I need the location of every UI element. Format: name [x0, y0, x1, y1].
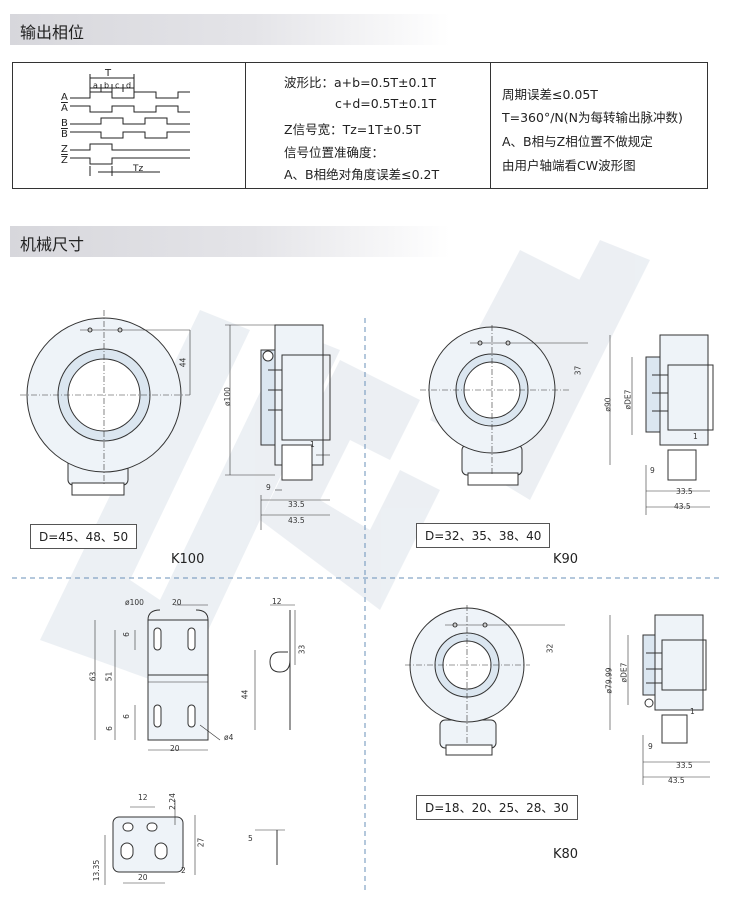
- small-dim-12: 12: [138, 793, 148, 802]
- section-header-mechanical: 机械尺寸: [10, 226, 450, 257]
- spec-cw-note: 由用户轴端看CW波形图: [502, 158, 636, 173]
- k90-diameter-box: D=32、35、38、40: [416, 523, 551, 548]
- k100-model-label: K100: [171, 552, 205, 567]
- k100-dim-43-5: 43.5: [288, 516, 305, 525]
- k80-diameter-box: D=18、20、25、28、30: [416, 795, 578, 820]
- spec-z-width: Z信号宽：Tz=1T±0.5T: [284, 122, 421, 137]
- output-phase-table: [12, 62, 708, 189]
- bracket-dim-6c: 6: [104, 726, 114, 731]
- waveform-T-label: T: [105, 68, 112, 79]
- spec-T-formula: T=360°/N(N为每转输出脉冲数): [502, 110, 683, 125]
- channel-Z: Z: [61, 144, 68, 155]
- channel-Z-bar: Z: [61, 155, 68, 166]
- k100-diameter-box: D=45、48、50: [30, 524, 138, 549]
- bracket-dim-44: 44: [240, 689, 250, 700]
- k90-dim-1: 1: [693, 432, 698, 441]
- bracket-dim-6a: 6: [121, 632, 131, 637]
- k80-dim-33-5: 33.5: [676, 761, 693, 770]
- small-dim-13-35: 13.35: [92, 859, 102, 882]
- waveform-c-label: c: [115, 81, 120, 90]
- k80-model-label: K80: [553, 847, 579, 862]
- small-dim-2-24: 2.24: [167, 793, 177, 810]
- channel-B: B: [61, 118, 68, 129]
- channel-A-bar: A: [61, 103, 68, 114]
- k90-dim-37: 37: [573, 365, 583, 376]
- k80-dim-32: 32: [545, 643, 555, 654]
- k90-dim-43-5: 43.5: [674, 502, 691, 511]
- channel-B-bar: B: [61, 129, 68, 140]
- small-dim-27: 27: [196, 837, 206, 848]
- channel-A: A: [61, 92, 68, 103]
- spec-position-accuracy: 信号位置准确度：: [284, 145, 385, 160]
- waveform-a-label: a: [93, 81, 98, 90]
- k100-drawing: [20, 310, 331, 530]
- spec-ab-angle-error: A、B相绝对角度误差≤0.2T: [284, 167, 440, 182]
- bracket-dim-d4: ø4: [224, 733, 234, 742]
- k90-dim-9: 9: [650, 466, 655, 475]
- k90-dim-d90: ø90: [603, 397, 613, 412]
- k90-model-label: K90: [553, 552, 579, 567]
- spec-cd-ratio: c+d=0.5T±0.1T: [335, 96, 437, 111]
- k90-drawing: [420, 325, 714, 515]
- waveform-Tz-label: Tz: [133, 164, 144, 174]
- k80-dim-de7: øDE7: [619, 662, 629, 683]
- bracket-dim-12: 12: [272, 597, 282, 606]
- k100-dim-33-5: 33.5: [288, 500, 305, 509]
- waveform-b-label: b: [104, 81, 110, 90]
- spec-period-error: 周期误差≤0.05T: [502, 87, 598, 102]
- k100-dim-44: 44: [178, 357, 188, 368]
- section-title: 机械尺寸: [20, 235, 85, 254]
- k80-drawing: [405, 605, 710, 785]
- waveform-diagram: [70, 74, 190, 176]
- small-dim-2: 2: [181, 866, 186, 875]
- k90-dim-de7: øDE7: [623, 389, 633, 410]
- k80-dim-43-5: 43.5: [668, 776, 685, 785]
- k100-dim-9: 9: [266, 483, 271, 492]
- section-title: 输出相位: [20, 23, 85, 42]
- small-bracket-drawing: [104, 800, 285, 885]
- spec-waveform-ratio: 波形比：a+b=0.5T±0.1T: [284, 75, 437, 90]
- k100-dim-1: 1: [310, 440, 315, 449]
- waveform-d-label: d: [126, 81, 132, 90]
- bracket-dim-6b: 6: [121, 714, 131, 719]
- k100-dim-d100: ø100: [222, 387, 232, 406]
- bracket-dim-d100: ø100: [125, 598, 144, 607]
- small-dim-5: 5: [248, 834, 253, 843]
- k80-dim-1: 1: [690, 707, 695, 716]
- spec-z-position: A、B相与Z相位置不做规定: [502, 134, 653, 149]
- bracket-drawing: [94, 604, 296, 751]
- k80-dim-d79-99: ø79.99: [604, 667, 614, 694]
- bracket-dim-33: 33: [297, 644, 307, 655]
- bracket-dim-20b: 20: [170, 744, 180, 753]
- bracket-dim-51: 51: [104, 671, 114, 682]
- k90-dim-33-5: 33.5: [676, 487, 693, 496]
- small-dim-20: 20: [138, 873, 148, 882]
- k80-dim-9: 9: [648, 742, 653, 751]
- bracket-dim-63: 63: [88, 671, 98, 682]
- bracket-dim-20: 20: [172, 598, 182, 607]
- section-header-output-phase: 输出相位: [10, 14, 450, 45]
